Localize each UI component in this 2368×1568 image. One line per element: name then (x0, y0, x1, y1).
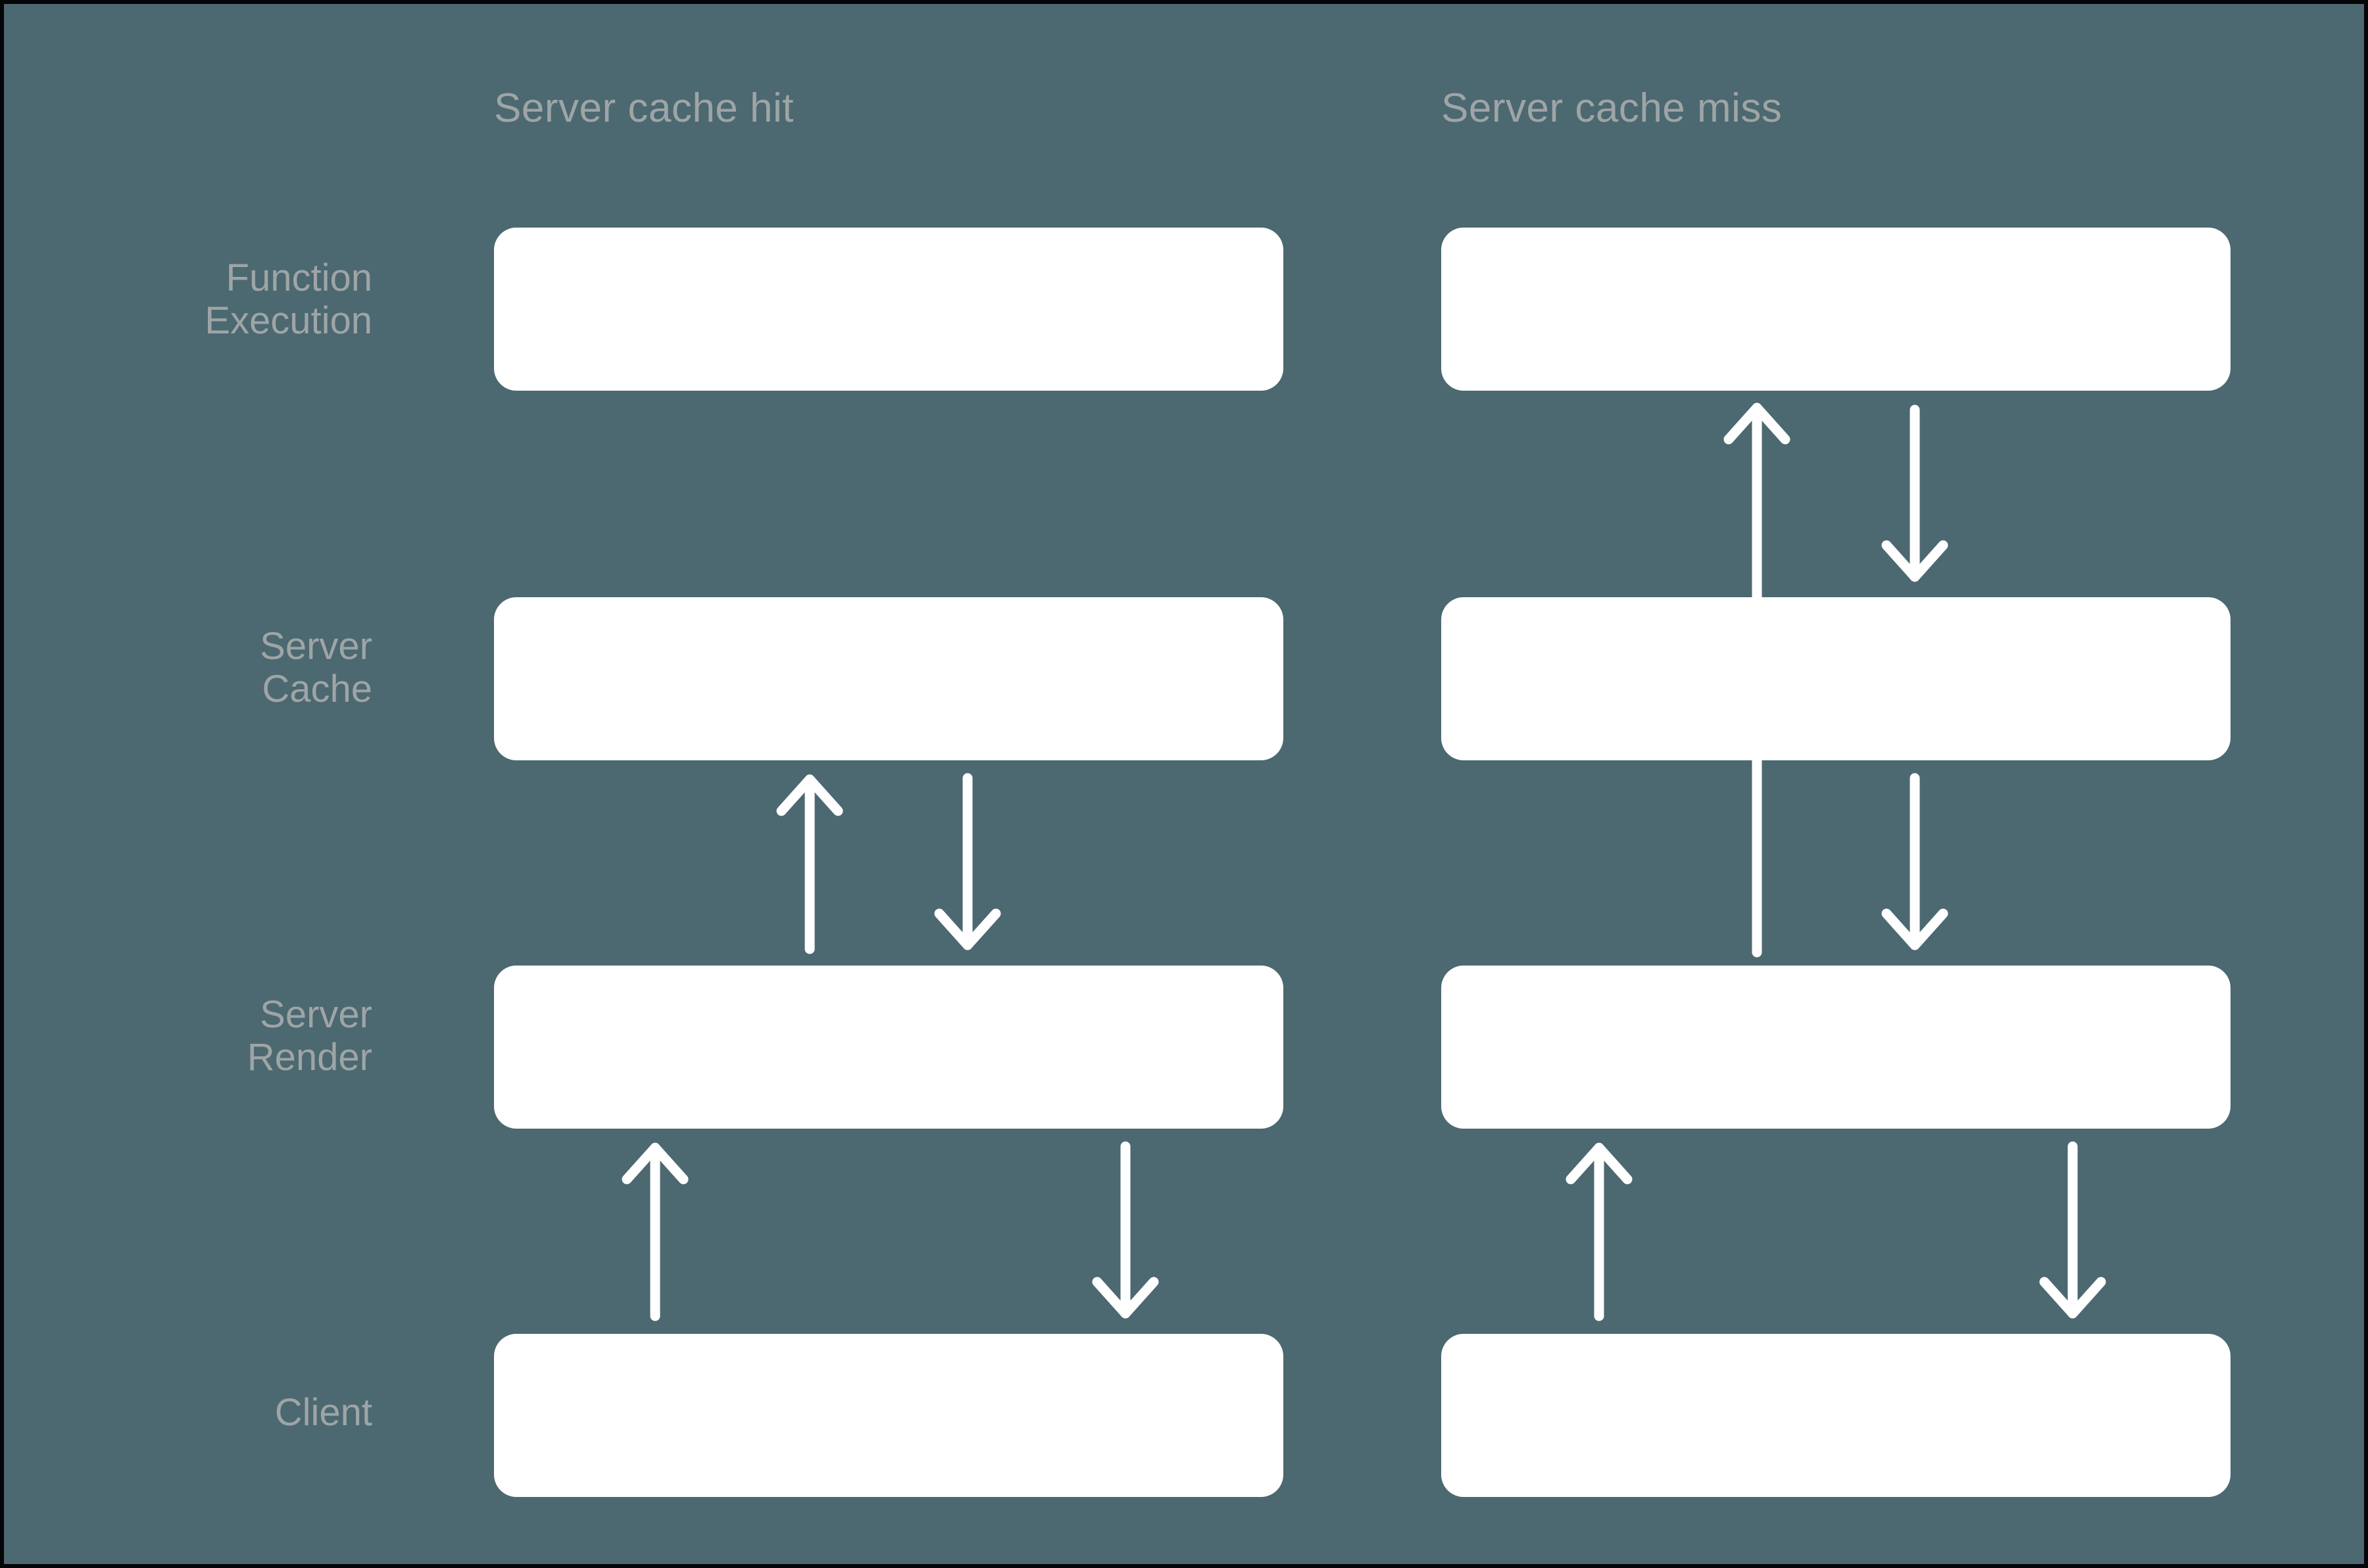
arrow-hit-client-to-render-up (622, 1142, 689, 1321)
node-miss-client[interactable] (1441, 1334, 2231, 1497)
arrow-miss-cache-to-render-down (1881, 773, 1948, 950)
node-miss-server-render[interactable] (1441, 966, 2231, 1129)
node-hit-client[interactable] (494, 1334, 1283, 1497)
arrow-hit-render-to-client-down (1092, 1141, 1159, 1319)
row-label-client: Client (274, 1391, 372, 1434)
arrow-miss-render-to-client-down (2039, 1141, 2106, 1319)
node-hit-server-render[interactable] (494, 966, 1283, 1129)
node-miss-server-cache[interactable] (1441, 597, 2231, 760)
arrow-hit-cache-to-render-down (934, 773, 1001, 950)
node-hit-function-execution[interactable] (494, 228, 1283, 391)
row-label-function-execution: Function Execution (205, 257, 372, 342)
arrow-miss-client-to-render-up (1566, 1142, 1633, 1321)
column-header-server-cache-miss: Server cache miss (1441, 86, 1783, 131)
node-hit-server-cache[interactable] (494, 597, 1283, 760)
node-miss-function-execution[interactable] (1441, 228, 2231, 391)
row-label-server-cache: Server Cache (260, 625, 372, 710)
arrow-hit-render-to-cache-up (776, 774, 843, 954)
arrow-miss-render-to-function-up (1723, 403, 1790, 958)
column-header-server-cache-hit: Server cache hit (494, 86, 794, 131)
row-label-server-render: Server Render (247, 993, 372, 1079)
arrow-miss-function-to-cache-down (1881, 404, 1948, 582)
